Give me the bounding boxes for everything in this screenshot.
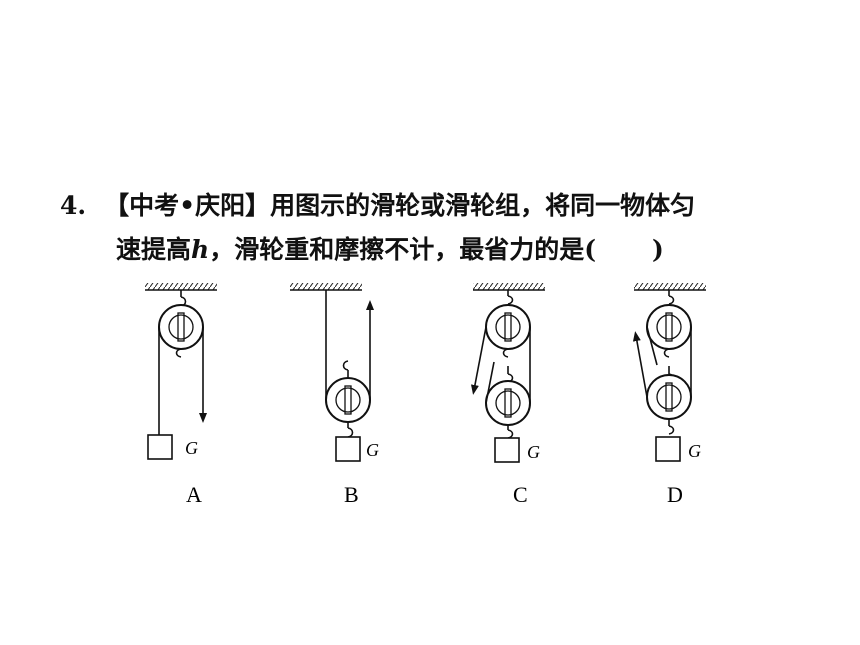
question-line-1: 4. 【中考•庆阳】用图示的滑轮或滑轮组，将同一物体匀 [60, 184, 840, 228]
weight-label-b: G [366, 440, 379, 460]
movable-pulley-b [325, 377, 371, 423]
option-d-diagram: G D [632, 283, 706, 507]
hook-a [180, 290, 187, 307]
weight-box-a [147, 434, 173, 460]
height-variable: h [191, 235, 210, 264]
ceiling-a [145, 283, 217, 290]
question-line-2: 速提高h，滑轮重和摩擦不计，最省力的是() [60, 228, 840, 272]
weight-label-a: G [185, 438, 198, 458]
question-number: 4. [60, 191, 87, 220]
movable-pulley-c [485, 380, 531, 426]
ceiling-d [634, 283, 706, 290]
question-text-1: 用图示的滑轮或滑轮组，将同一物体匀 [270, 191, 696, 220]
movable-pulley-d [646, 374, 692, 420]
weight-box-d [655, 436, 681, 462]
weight-label-d: G [688, 441, 701, 461]
question-source: 【中考•庆阳】 [104, 191, 271, 220]
option-label-a: A [186, 482, 202, 507]
option-b-diagram: G B [290, 283, 379, 507]
pull-arrow-d [632, 331, 648, 398]
ceiling-c [473, 283, 545, 290]
option-label-c: C [513, 482, 528, 507]
option-a-diagram: G A [145, 283, 217, 507]
question-text-2b: ，滑轮重和摩擦不计，最省力的是( [209, 235, 597, 264]
fixed-pulley-a [158, 304, 204, 350]
hook-c [507, 425, 514, 439]
weight-label-c: G [527, 442, 540, 462]
question-text: 4. 【中考•庆阳】用图示的滑轮或滑轮组，将同一物体匀 速提高h，滑轮重和摩擦不计… [60, 184, 840, 272]
fixed-pulley-c [485, 304, 531, 350]
option-label-b: B [344, 482, 359, 507]
option-c-diagram: G C [471, 283, 545, 507]
fixed-pulley-d [646, 304, 692, 350]
weight-box-b [335, 436, 361, 462]
hook-b [347, 422, 354, 438]
close-paren: ) [652, 235, 664, 264]
pull-arrow-c [471, 326, 487, 395]
option-label-d: D [667, 482, 683, 507]
question-text-2a: 速提高 [116, 235, 192, 264]
weight-box-c [494, 437, 520, 463]
hook-d [668, 419, 675, 435]
ceiling-b [290, 283, 362, 290]
